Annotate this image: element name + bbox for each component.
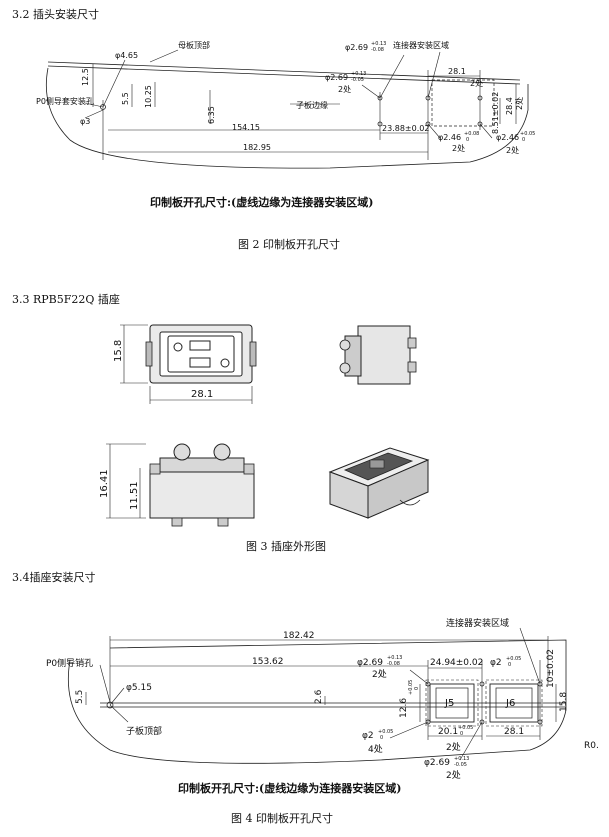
dim-phi-246-a-tol-up: +0.08	[464, 131, 479, 137]
dim-20-1-tol-dn: 0	[460, 731, 463, 737]
connector-j6-label: J6	[505, 698, 515, 709]
dim-phi-269-a-tol-up: +0.13	[387, 655, 402, 661]
dim-5-5: 5.5	[75, 690, 85, 704]
figure-4-note: 印制板开孔尺寸:(虚线边缘为连接器安装区域)	[178, 782, 402, 795]
dim-182-42: 182.42	[283, 631, 315, 641]
socket-front-view	[120, 324, 257, 404]
dim-phi-2-b-tol-dn: 0	[380, 735, 383, 741]
dim-28-1: 28.1	[448, 67, 466, 76]
dim-phi-465: φ4.65	[115, 51, 138, 60]
dim-154-15: 154.15	[232, 123, 260, 132]
dim-23-88: 23.88±0.02	[382, 124, 429, 133]
dim-phi-2-tol-dn: 0	[508, 662, 511, 668]
label-p0-hole: P0侧导套安装孔	[36, 96, 94, 106]
dim-phi-269-b-tol-dn: -0.05	[454, 762, 467, 768]
dim-11-51: 11.51	[129, 481, 140, 510]
dim-phi-269-a: φ2.69	[345, 43, 368, 52]
label-two-places-c: 2处	[446, 769, 461, 781]
dim-phi-269-b: φ2.69	[424, 758, 450, 768]
figure-2-drawing: φ4.65 母板顶部 φ2.69 +0.13 -0.08 连接器安装区域 12.…	[36, 40, 535, 169]
dim-phi-246-a-tol-dn: 0	[466, 137, 469, 143]
dim-2-6: 2.6	[314, 689, 324, 704]
dim-phi-269-b-tol-dn: -0.05	[351, 77, 364, 83]
label-two-places-c: 2处	[514, 97, 524, 110]
label-p0-pin: P0侧导销孔	[46, 657, 93, 669]
dim-phi-269-a: φ2.69	[357, 658, 383, 668]
section-heading-3-4: 3.4插座安装尺寸	[12, 571, 96, 584]
dim-phi-2-tol-up: +0.05	[506, 656, 521, 662]
label-two-places-d: 2处	[452, 143, 465, 153]
label-r0: R0.	[584, 741, 599, 751]
dim-12-6-tol-up: +0.05	[408, 680, 414, 695]
label-sub-edge: 子板边缘	[296, 100, 328, 110]
dim-28-1: 28.1	[191, 389, 213, 400]
dim-phi-3: φ3	[80, 117, 90, 126]
label-two-places-b: 2处	[446, 741, 461, 753]
dim-phi-246-a: φ2.46	[438, 133, 461, 142]
dim-15-8: 15.8	[113, 340, 124, 362]
dim-phi-269-b-tol-up: +0.13	[454, 756, 469, 762]
dim-phi-246-b-tol-dn: 0	[522, 137, 525, 143]
dim-28-4: 28.4	[505, 97, 514, 115]
dim-16-41: 16.41	[99, 469, 110, 498]
dim-6-35: 6.35	[207, 106, 216, 124]
figure-2-caption: 图 2 印制板开孔尺寸	[238, 238, 340, 251]
section-heading-3-2: 3.2 插头安装尺寸	[12, 8, 99, 21]
label-two-places-b: 2处	[470, 78, 483, 88]
socket-elevation-view	[106, 443, 255, 527]
dim-phi-246-b-tol-up: +0.05	[520, 131, 535, 137]
dim-20-1-tol-up: +0.05	[458, 725, 473, 731]
label-board-top: 母板顶部	[178, 40, 210, 50]
label-connector-area: 连接器安装区域	[393, 40, 449, 50]
dim-5-5: 5.5	[121, 92, 130, 105]
dim-10: 10±0.02	[546, 649, 556, 688]
dim-phi-2-b: φ2	[362, 731, 374, 741]
connector-j5-label: J5	[444, 698, 454, 709]
figure-4-caption: 图 4 印制板开孔尺寸	[231, 812, 333, 825]
dim-phi-2-b-tol-up: +0.05	[378, 729, 393, 735]
dim-8-51: 8.51±0.02	[491, 92, 500, 134]
dim-12-6-tol-dn: 0	[414, 687, 420, 690]
dim-phi-2: φ2	[490, 658, 502, 668]
figure-4-drawing: 连接器安装区域 182.42 P0侧导销孔 153.62 φ2.69 +0.13…	[46, 617, 599, 781]
dim-20-1: 20.1	[438, 727, 458, 737]
dim-28-1: 28.1	[504, 727, 524, 737]
socket-isometric-view	[328, 447, 430, 519]
label-four-places: 4处	[368, 743, 383, 755]
dim-phi-246-b: φ2.46	[496, 133, 519, 142]
dim-12-5: 12.5	[81, 68, 90, 86]
label-two-places-a: 2处	[372, 668, 387, 680]
figure-2-note: 印制板开孔尺寸:(虚线边缘为连接器安装区域)	[150, 196, 374, 209]
socket-side-view	[339, 325, 417, 385]
dim-24-94: 24.94±0.02	[430, 658, 483, 668]
dim-15-8: 15.8	[559, 692, 569, 712]
dim-phi-269-b-tol-up: +0.13	[351, 71, 366, 77]
dim-153-62: 153.62	[252, 657, 284, 667]
figure-3-drawing: 15.8 28.1 16.41 11.51	[99, 324, 430, 527]
dim-12-6: 12.6	[399, 698, 409, 718]
dim-182-95: 182.95	[243, 143, 271, 152]
dim-phi-269-a-tol-dn: -0.08	[371, 47, 384, 53]
section-heading-3-3: 3.3 RPB5F22Q 插座	[12, 293, 120, 306]
dim-phi-269-a-tol-dn: -0.08	[387, 661, 400, 667]
dim-phi-269-a-tol-up: +0.13	[371, 41, 386, 47]
dim-phi-5-15: φ5.15	[126, 683, 152, 693]
figure-3-caption: 图 3 插座外形图	[246, 540, 326, 553]
dim-phi-269-b: φ2.69	[325, 73, 348, 82]
label-connector-area: 连接器安装区域	[446, 617, 509, 629]
label-sub-top: 子板顶部	[126, 725, 162, 737]
dim-10-25: 10.25	[144, 85, 153, 108]
label-two-places-e: 2处	[506, 145, 519, 155]
label-two-places-a: 2处	[338, 84, 351, 94]
